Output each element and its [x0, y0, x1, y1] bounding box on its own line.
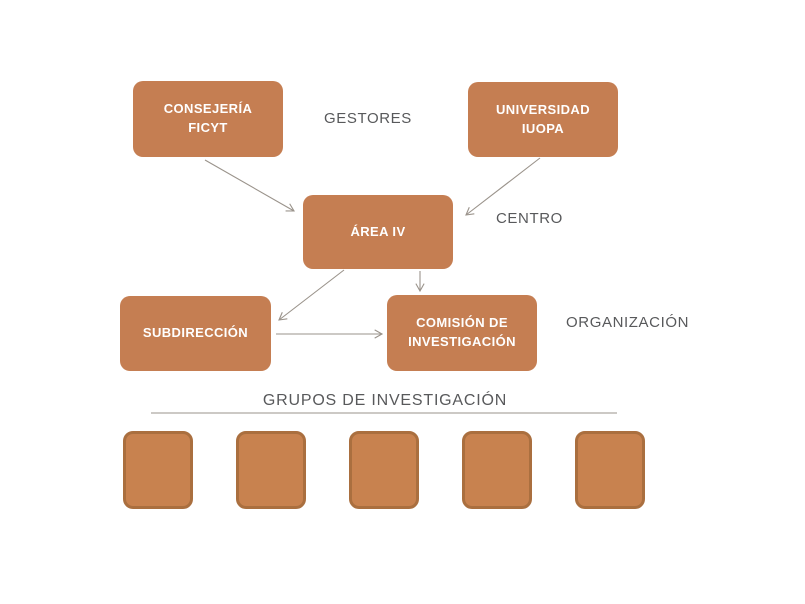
group-box — [349, 431, 419, 509]
tier-label-gestores: GESTORES — [324, 110, 412, 127]
research-groups-row — [123, 431, 645, 509]
node-universidad-iuopa: UNIVERSIDAD IUOPA — [468, 82, 618, 157]
group-box — [236, 431, 306, 509]
arrow-area-to-subdireccion — [278, 269, 345, 321]
arrow-universidad-to-area — [465, 157, 541, 216]
group-box — [575, 431, 645, 509]
node-area-iv: ÁREA IV — [303, 195, 453, 269]
node-subdireccion: SUBDIRECCIÓN — [120, 296, 271, 371]
tier-label-centro: CENTRO — [496, 210, 563, 227]
node-comision-de-investigacion: COMISIÓN DE INVESTIGACIÓN — [387, 295, 537, 371]
group-box — [123, 431, 193, 509]
node-consejeria-ficyt: CONSEJERÍA FICYT — [133, 81, 283, 157]
section-heading-grupos-de-investigacion: GRUPOS DE INVESTIGACIÓN — [262, 392, 508, 409]
group-box — [462, 431, 532, 509]
arrow-consejeria-to-area — [204, 159, 295, 212]
tier-label-organizacion: ORGANIZACIÓN — [566, 314, 690, 331]
